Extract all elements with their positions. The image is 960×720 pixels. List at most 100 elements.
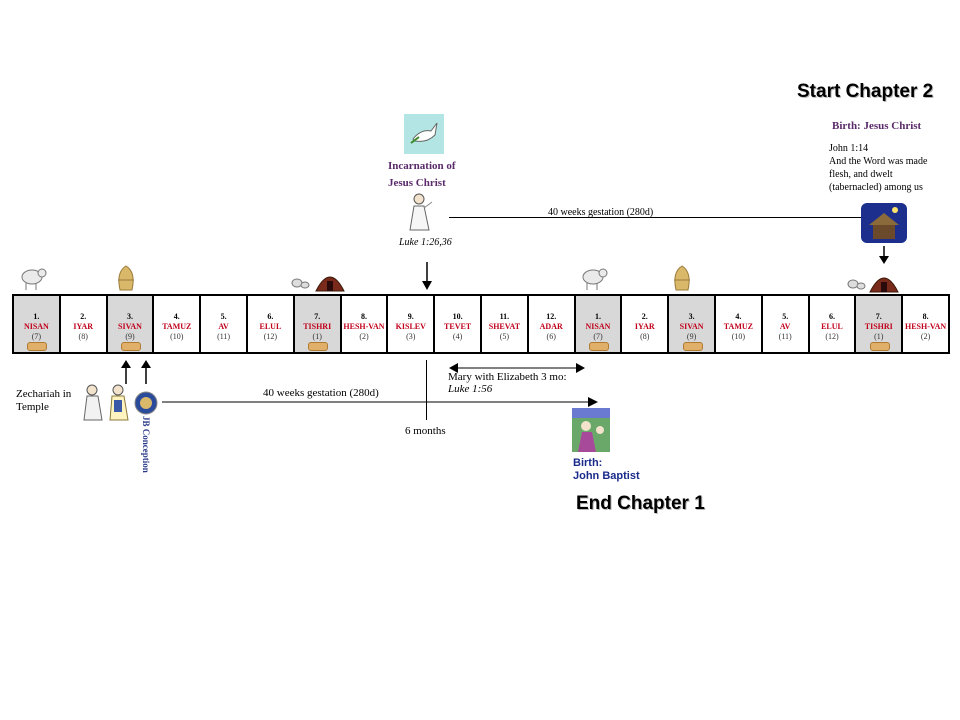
- nativity-arrow: [879, 246, 889, 264]
- month-cell: 6.ELUL(12): [246, 294, 295, 354]
- month-number: 2.: [80, 312, 87, 321]
- mary-elizabeth-arrow: [449, 363, 585, 373]
- month-cell: 9.KISLEV(3): [386, 294, 436, 354]
- john-quote-line1: And the Word was made: [829, 156, 928, 167]
- month-civil-number: (10): [170, 332, 184, 341]
- month-name: TISHRI: [303, 322, 332, 331]
- month-civil-number: (8): [640, 332, 650, 341]
- month-number: 7.: [875, 312, 882, 321]
- month-civil-number: (9): [125, 332, 135, 341]
- bread-icon: [682, 342, 703, 351]
- month-number: 11.: [499, 312, 510, 321]
- month-cell: 3.SIVAN(9): [667, 294, 716, 354]
- month-number: 6.: [267, 312, 274, 321]
- john-1-14-ref: John 1:14: [829, 143, 869, 154]
- lamb-icon: [21, 268, 47, 290]
- month-civil-number: (7): [593, 332, 603, 341]
- month-cell: 7.TISHRI(1): [854, 294, 904, 354]
- birth-jesus-label: Birth: Jesus Christ: [832, 120, 922, 132]
- month-number: 5.: [220, 312, 227, 321]
- zechariah-line1: Zechariah in: [16, 388, 72, 400]
- start-chapter-2-title: Start Chapter 2: [797, 81, 934, 102]
- mary-elizabeth-label: Mary with Elizabeth 3 mo: Luke 1:56: [448, 371, 567, 395]
- bread-icon: [869, 342, 890, 351]
- month-name: TAMUZ: [162, 322, 192, 331]
- month-civil-number: (5): [499, 332, 510, 341]
- month-number: 10.: [452, 312, 463, 321]
- month-number: 8.: [360, 312, 367, 321]
- month-name: AV: [779, 322, 791, 331]
- month-name: TISHRI: [864, 322, 893, 331]
- month-name: KISLEV: [395, 322, 426, 331]
- month-number: 7.: [314, 312, 321, 321]
- up-arrow-1: [121, 360, 131, 384]
- month-civil-number: (9): [686, 332, 697, 341]
- month-cell: 4.TAMUZ(10): [714, 294, 763, 354]
- bread-icon: [308, 342, 329, 351]
- month-civil-number: (6): [546, 332, 556, 341]
- tent-booth-icon-2: [869, 277, 899, 293]
- month-number: 4.: [173, 312, 180, 321]
- incarnation-arrow: [422, 262, 432, 290]
- month-number: 3.: [126, 312, 133, 321]
- month-civil-number: (1): [312, 332, 322, 341]
- month-number: 1.: [594, 312, 601, 321]
- jb-conception-emblem-icon: [134, 391, 158, 415]
- month-number: 2.: [641, 312, 648, 321]
- bottom-gestation-arrow: [162, 397, 598, 407]
- month-cell: 4.TAMUZ(10): [152, 294, 202, 354]
- month-civil-number: (8): [78, 332, 88, 341]
- zechariah-line2: Temple: [16, 401, 49, 413]
- month-number: 12.: [546, 312, 557, 321]
- jb-conception-label-wrap: JB Conception: [139, 416, 153, 482]
- luke-1-26-ref: Luke 1:26,36: [399, 237, 452, 248]
- month-name: HESH-VAN: [904, 322, 947, 331]
- month-cell: 7.TISHRI(1): [292, 294, 342, 354]
- month-cell: 10.TEVET(4): [433, 294, 482, 354]
- month-name: TAMUZ: [723, 322, 753, 331]
- month-name: ELUL: [821, 322, 843, 331]
- month-civil-number: (7): [31, 332, 42, 341]
- zechariah-label: Zechariah in Temple: [16, 388, 71, 414]
- month-number: 6.: [828, 312, 835, 321]
- month-cell: 11.SHEVAT(5): [480, 294, 529, 354]
- month-name: NISAN: [23, 322, 49, 331]
- tent-booth-icon: [315, 276, 345, 292]
- month-cell: 5.AV(11): [199, 294, 248, 354]
- bread-icon: [120, 342, 141, 351]
- month-civil-number: (11): [217, 332, 231, 341]
- month-civil-number: (10): [731, 332, 746, 341]
- lamb-icon-2: [582, 268, 608, 290]
- john-quote-line3: (tabernacled) among us: [829, 182, 923, 193]
- annunciation-figure-icon: [409, 193, 433, 231]
- john-baptist-birth-icon: [572, 408, 610, 452]
- six-months-label: 6 months: [405, 425, 446, 437]
- incarnation-line2: Jesus Christ: [388, 177, 446, 189]
- month-name: SHEVAT: [488, 322, 521, 331]
- birth-jb-line1: Birth:: [573, 457, 603, 469]
- month-number: 5.: [782, 312, 789, 321]
- end-chapter-1-title: End Chapter 1: [576, 493, 705, 514]
- bread-icon: [27, 342, 48, 351]
- top-gestation-line: [449, 217, 867, 218]
- bottom-gestation-label: 40 weeks gestation (280d): [263, 387, 379, 399]
- month-name: IYAR: [634, 322, 655, 331]
- month-name: IYAR: [73, 322, 94, 331]
- mary-elizabeth-line1: Mary with Elizabeth 3 mo:: [448, 371, 567, 383]
- six-months-line: [426, 360, 427, 420]
- month-civil-number: (4): [452, 332, 463, 341]
- up-arrow-2: [141, 360, 151, 384]
- month-civil-number: (1): [874, 332, 884, 341]
- month-cell: 8.HESH-VAN(2): [339, 294, 389, 354]
- month-name: ELUL: [259, 322, 282, 331]
- month-cell: 1.NISAN(7): [12, 294, 61, 354]
- month-name: NISAN: [585, 322, 611, 331]
- month-cell: 12.ADAR(6): [526, 294, 576, 354]
- month-civil-number: (2): [359, 332, 369, 341]
- month-name: TEVET: [444, 322, 472, 331]
- incarnation-line1: Incarnation of: [388, 160, 456, 172]
- month-cell: 8.HESH-VAN(2): [901, 294, 950, 354]
- top-gestation-label: 40 weeks gestation (280d): [548, 207, 654, 218]
- month-name: SIVAN: [679, 322, 704, 331]
- zechariah-temple-icon: [83, 384, 129, 421]
